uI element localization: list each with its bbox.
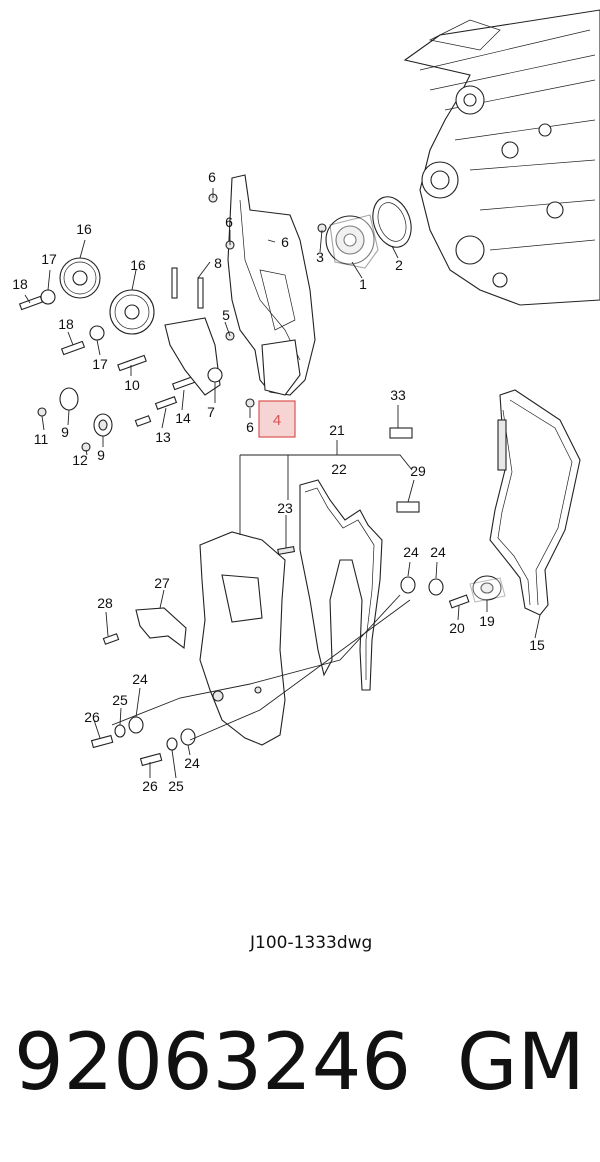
callout-9: 9: [61, 424, 69, 440]
front-timing-cover: [199, 531, 296, 746]
callout-labels: 6 6 6 3 1 2 8 5 16 16 17 18 18 17 10 7 1…: [12, 169, 545, 794]
callout-6: 6: [281, 234, 289, 250]
callout-16: 16: [76, 221, 92, 237]
callout-25: 25: [112, 692, 128, 708]
callout-18: 18: [12, 276, 28, 292]
callout-24: 24: [403, 544, 419, 560]
callout-24: 24: [430, 544, 446, 560]
callout-10: 10: [124, 377, 140, 393]
highlighted-callout: 4: [273, 412, 281, 429]
bracket-27: [135, 607, 187, 650]
callout-29: 29: [410, 463, 426, 479]
callout-1: 1: [359, 276, 367, 292]
callout-23: 23: [277, 500, 293, 516]
drawing-code: J100-1333dwg: [250, 933, 373, 953]
callout-8: 8: [214, 255, 222, 271]
callout-16: 16: [130, 257, 146, 273]
callout-33: 33: [390, 387, 406, 403]
callout-26: 26: [142, 778, 158, 794]
callout-25: 25: [168, 778, 184, 794]
callout-26: 26: [84, 709, 100, 725]
engine-block: [403, 9, 600, 306]
callout-27: 27: [154, 575, 170, 591]
callout-3: 3: [316, 249, 324, 265]
callout-28: 28: [97, 595, 113, 611]
callout-24: 24: [184, 755, 200, 771]
timing-belt-15: [489, 389, 581, 616]
highlight-box: [258, 400, 296, 438]
cover-gasket: [299, 479, 383, 691]
callout-15: 15: [529, 637, 545, 653]
callout-7: 7: [207, 404, 215, 420]
clip-29: [396, 501, 420, 513]
callout-19: 19: [479, 613, 495, 629]
callout-13: 13: [155, 429, 171, 445]
brand-name: GM: [457, 1018, 585, 1108]
idler-pulleys: [37, 193, 255, 452]
water-pump: [263, 196, 412, 269]
callout-11: 11: [34, 431, 49, 447]
part-4-bracket: [261, 339, 301, 396]
callout-12: 12: [72, 452, 88, 468]
callout-6: 6: [225, 214, 233, 230]
callout-6: 6: [208, 169, 216, 185]
callout-17: 17: [92, 356, 108, 372]
callout-17: 17: [41, 251, 57, 267]
leader-lines: [24, 188, 541, 779]
clip-33: [389, 427, 413, 439]
callout-18: 18: [58, 316, 74, 332]
callout-21: 21: [329, 422, 345, 438]
callout-22: 22: [331, 461, 347, 477]
callout-20: 20: [449, 620, 465, 636]
callout-9: 9: [97, 447, 105, 463]
part-number: 92063246: [14, 1018, 412, 1108]
callout-6: 6: [246, 419, 254, 435]
callout-5: 5: [222, 307, 230, 323]
callout-14: 14: [175, 410, 191, 426]
callout-2: 2: [395, 257, 403, 273]
callout-24: 24: [132, 671, 148, 687]
tensioner-19: [469, 575, 506, 603]
